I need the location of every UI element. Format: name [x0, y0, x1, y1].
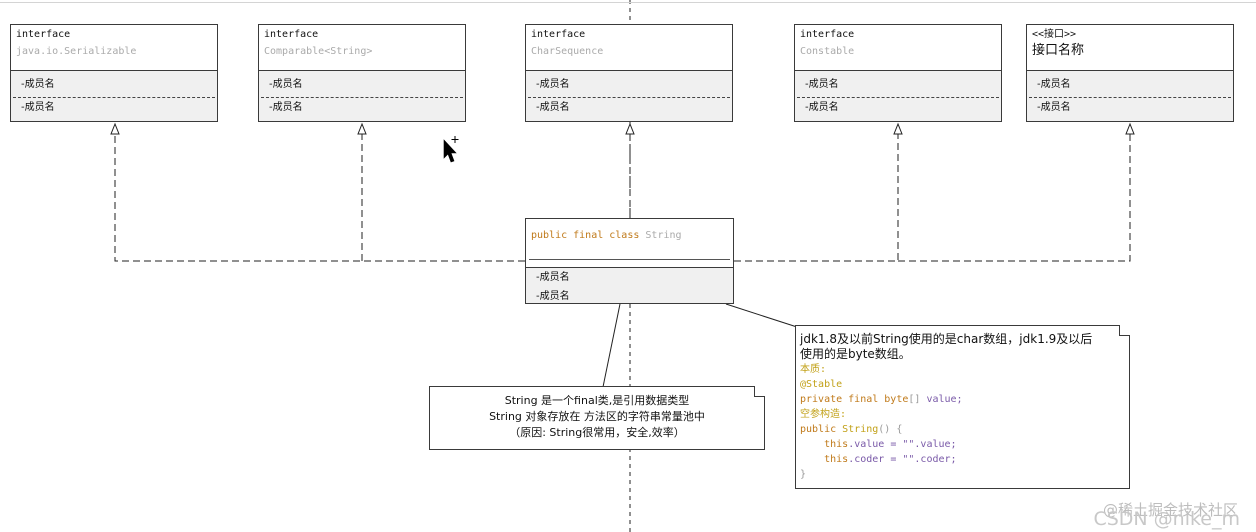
note-anchor-main — [602, 303, 621, 388]
member-divider — [797, 97, 999, 98]
class-name: String — [645, 230, 682, 241]
interface-stereotype: interface — [531, 29, 586, 40]
interface-members: -成员名 -成员名 — [526, 71, 732, 121]
member-item: -成员名 — [269, 79, 303, 90]
top-border — [0, 2, 1256, 3]
member-divider — [528, 97, 730, 98]
header-divider — [529, 259, 730, 260]
interface-members: -成员名 -成员名 — [795, 71, 1001, 121]
interface-box-comparable[interactable]: interface Comparable<String> -成员名 -成员名 — [258, 24, 466, 122]
member-divider — [13, 97, 215, 98]
watermark-site: @稀土掘金技术社区 — [1102, 501, 1238, 519]
interface-header: <<接口>> 接口名称 — [1027, 25, 1233, 71]
class-box-string[interactable]: public final class String -成员名 -成员名 — [525, 218, 734, 304]
arrowhead-3 — [625, 122, 635, 135]
interface-name: 接口名称 — [1032, 43, 1085, 58]
interface-name: CharSequence — [531, 46, 604, 57]
member-item: -成员名 — [536, 272, 570, 283]
class-header: public final class String — [526, 219, 733, 268]
realization-constable — [734, 124, 899, 262]
member-divider — [261, 97, 463, 98]
interface-members: -成员名 -成员名 — [259, 71, 465, 121]
code-ctor-name: String — [836, 424, 879, 435]
arrowhead-4 — [893, 122, 903, 135]
note-line: String 是一个final类,是引用数据类型 — [504, 394, 690, 407]
interface-name: Comparable<String> — [264, 46, 373, 57]
note-line: String 对象存放在 方法区的字符串常量池中 — [489, 410, 705, 423]
code-public: public — [800, 424, 837, 435]
code-field-line: private final byte[] value; — [800, 392, 1125, 407]
note-line: （原因: String很常用，安全,效率） — [509, 426, 685, 439]
interface-stereotype: <<接口>> — [1032, 29, 1077, 40]
member-item: -成员名 — [269, 102, 303, 113]
interface-stereotype: interface — [800, 29, 855, 40]
arrowhead-2 — [357, 122, 367, 135]
mouse-cursor-icon — [443, 136, 459, 163]
annotation-stable: @Stable — [800, 379, 843, 390]
arrowhead-5 — [1125, 122, 1135, 135]
member-item: -成员名 — [805, 102, 839, 113]
interface-name: Constable — [800, 46, 855, 57]
code-ctor-line: public String() { — [800, 422, 1125, 437]
code-stmt: .value = "".value; — [848, 439, 957, 450]
interface-stereotype: interface — [16, 29, 71, 40]
label-constructor: 空参构造: — [800, 409, 847, 420]
note-string-source[interactable]: jdk1.8及以前String使用的是char数组，jdk1.9及以后 使用的是… — [795, 325, 1130, 489]
note-fold-corner — [754, 386, 765, 397]
member-item: -成员名 — [1037, 79, 1071, 90]
code-stmt: .coder = "".coder; — [848, 454, 957, 465]
arrowhead-1 — [110, 122, 120, 135]
watermark-author: CSDN @nike_m — [1093, 508, 1240, 530]
member-item: -成员名 — [536, 79, 570, 90]
interface-box-serializable[interactable]: interface java.io.Serializable -成员名 -成员名 — [10, 24, 218, 122]
code-stmt-line: this.coder = "".coder; — [800, 452, 1125, 467]
code-this: this — [824, 439, 849, 450]
realization-serializable — [114, 124, 525, 262]
note-fold-corner — [1119, 325, 1130, 336]
interface-members: -成员名 -成员名 — [1027, 71, 1233, 121]
member-item: -成员名 — [805, 79, 839, 90]
interface-box-generic[interactable]: <<接口>> 接口名称 -成员名 -成员名 — [1026, 24, 1234, 122]
note-anchor-code — [725, 303, 798, 328]
member-item: -成员名 — [21, 79, 55, 90]
member-divider — [1029, 97, 1231, 98]
member-item: -成员名 — [536, 102, 570, 113]
class-title: public final class String — [531, 230, 682, 241]
note-string-description[interactable]: String 是一个final类,是引用数据类型 String 对象存放在 方法… — [429, 386, 765, 450]
note-line: jdk1.8及以前String使用的是char数组，jdk1.9及以后 — [800, 332, 1093, 346]
realization-generic — [898, 124, 1131, 262]
member-item: -成员名 — [21, 102, 55, 113]
interface-members: -成员名 -成员名 — [11, 71, 217, 121]
interface-box-charsequence[interactable]: interface CharSequence -成员名 -成员名 — [525, 24, 733, 122]
code-ctor-sig: () { — [878, 424, 903, 435]
code-stmt-line: this.value = "".value; — [800, 437, 1125, 452]
note-line: 使用的是byte数组。 — [800, 347, 911, 361]
class-members: -成员名 -成员名 — [526, 268, 733, 303]
code-this: this — [824, 454, 849, 465]
code-brackets: [] — [908, 394, 921, 405]
interface-box-constable[interactable]: interface Constable -成员名 -成员名 — [794, 24, 1002, 122]
member-item: -成员名 — [536, 291, 570, 302]
interface-header: interface java.io.Serializable — [11, 25, 217, 71]
code-modifiers: private final byte — [800, 394, 909, 405]
member-item: -成员名 — [1037, 102, 1071, 113]
interface-stereotype: interface — [264, 29, 319, 40]
interface-header: interface CharSequence — [526, 25, 732, 71]
label-essence: 本质: — [800, 364, 827, 375]
class-modifiers: public final class — [531, 230, 640, 241]
code-field-name: value; — [920, 394, 963, 405]
interface-header: interface Constable — [795, 25, 1001, 71]
interface-header: interface Comparable<String> — [259, 25, 465, 71]
code-close-brace: } — [800, 469, 807, 480]
interface-name: java.io.Serializable — [16, 46, 137, 57]
